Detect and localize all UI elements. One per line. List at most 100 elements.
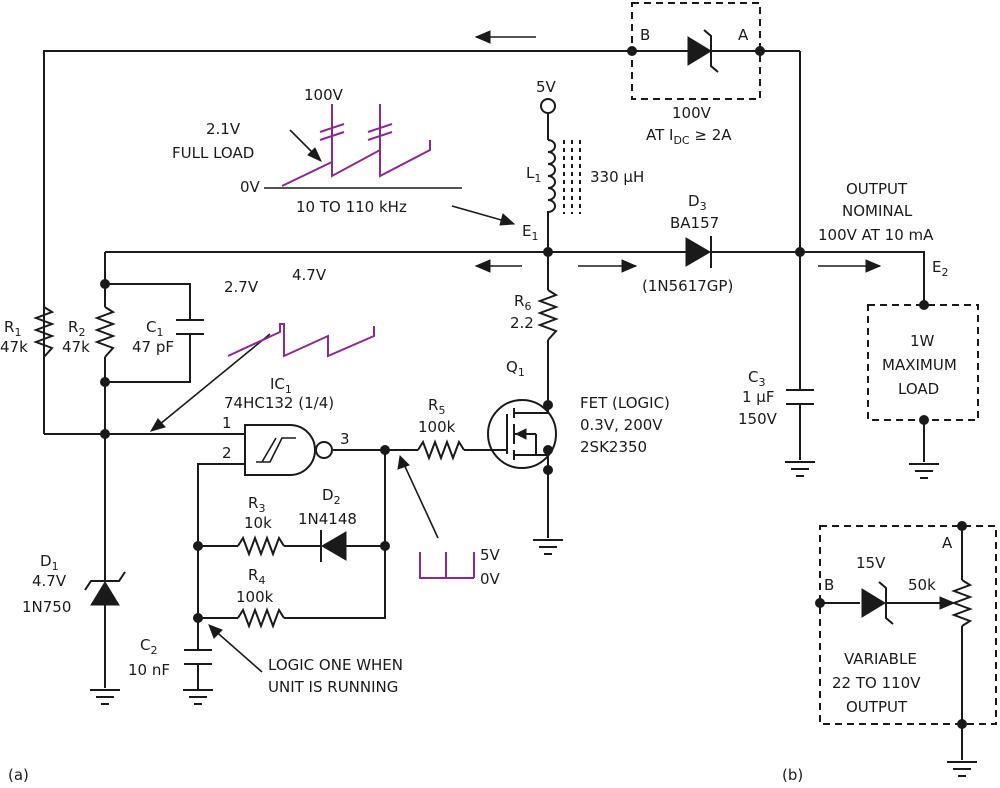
r6-value: 2.2 [510,314,534,332]
labels: R1 47k R2 47k C1 47 pF IC1 74HC132 (1/4)… [0,26,957,784]
ground-c3 [785,461,815,477]
d1-part: 1N750 [22,598,71,616]
ground-q1 [533,539,563,555]
c2-value: 10 nF [128,661,170,679]
e2-label: E2 [932,258,948,279]
q1-label: Q1 [506,358,525,379]
l1-label: L1 [526,164,541,185]
ground-load [909,463,939,479]
output-line2: NOMINAL [842,202,913,220]
r4-value: 100k [236,588,274,606]
c1-value: 47 pF [132,338,174,356]
d3-alt: (1N5617GP) [642,277,733,295]
zener-box-pin-a: A [738,26,749,44]
r4-label: R4 [248,566,265,587]
c1-label: C1 [146,318,163,339]
capacitor-c1 [176,319,204,335]
d3-label: D3 [688,192,707,213]
resistor-r4 [237,607,285,629]
r6-label: R6 [514,292,531,313]
r2-label: R2 [68,318,85,339]
capacitor-c3 [786,389,814,405]
junction-dots [100,46,929,623]
ic1-part: 74HC132 (1/4) [224,394,334,412]
c2-label: C2 [140,636,157,657]
r1-value: 47k [0,338,28,356]
waveform-e1 [264,104,462,189]
variable-pin-a: A [942,534,953,552]
resistor-r6 [537,289,559,341]
variable-text-2: 22 TO 110V [832,674,921,692]
c3-value1: 1 µF [742,388,774,406]
ground-d1 [90,689,120,705]
zener-box-pin-b: B [640,26,650,44]
resistor-r1 [33,306,55,358]
ic1-label: IC1 [270,375,292,396]
l1-value: 330 µH [590,168,644,186]
ic1-pin3: 3 [340,430,350,448]
r1-label: R1 [4,318,21,339]
d2-part: 1N4148 [298,510,357,528]
supply-voltage: 5V [536,78,557,96]
waveform-ic-input [227,323,375,358]
waveform-gate-output [419,552,475,579]
d2-label: D2 [322,486,341,507]
d1-voltage: 4.7V [32,572,67,590]
pointer-arrows [149,129,516,673]
e1-label: E1 [522,222,538,243]
r5-value: 100k [418,418,456,436]
resistor-r3 [237,535,285,557]
ic1-pin2: 2 [222,444,232,462]
diode-d2 [320,530,347,562]
ic1-pin1: 1 [222,414,232,432]
r3-value: 10k [244,514,272,532]
c3-label: C3 [748,368,765,389]
variable-pin-b: B [824,576,834,594]
load-box [867,304,979,421]
output-line1: OUTPUT [846,180,908,198]
q1-line3: 2SK2350 [580,438,647,456]
waveform-ic-low: 2.7V [224,278,259,296]
wires [43,50,925,690]
output-line3: 100V AT 10 mA [818,226,934,244]
mosfet-q1 [487,399,557,470]
load-line1: 1W [910,332,935,350]
waveform-ic-high: 4.7V [292,266,327,284]
zener-box [631,2,761,100]
waveform-out-high: 5V [480,546,501,564]
load-line3: LOAD [898,380,939,398]
supply-terminal [540,98,556,114]
variable-output-box [815,521,997,760]
ground-symbols [90,461,977,777]
variable-text-3: OUTPUT [846,698,908,716]
figure-label-a: (a) [8,766,29,784]
capacitor-c2 [184,649,212,665]
d3-part: BA157 [670,214,719,232]
nand-gate-ic1 [244,424,333,476]
variable-text-1: VARIABLE [844,650,917,668]
r2-value: 47k [62,338,90,356]
waveform-e1-peak: 100V [304,86,344,104]
logic-one-line2: UNIT IS RUNNING [268,678,398,696]
flow-arrows [474,30,882,273]
inductor-l1 [547,139,581,214]
waveform-out-low: 0V [480,570,501,588]
q1-line1: FET (LOGIC) [580,394,670,412]
logic-one-line1: LOGIC ONE WHEN [268,656,403,674]
ground-c2 [183,689,213,705]
q1-line2: 0.3V, 200V [580,416,663,434]
zener-box-line2: AT IDC ≥ 2A [646,126,732,147]
c3-value2: 150V [738,410,778,428]
ground-variable [947,761,977,777]
r5-label: R5 [428,396,445,417]
zener-box-line1: 100V [672,104,712,122]
variable-pot: 50k [908,576,936,594]
diode-d3 [685,236,712,268]
waveform-e1-zero: 0V [240,178,261,196]
zener-100v [687,29,719,73]
resistor-r5 [417,439,465,461]
waveform-e1-freq: 10 TO 110 kHz [296,198,407,216]
figure-label-b: (b) [782,766,803,784]
waveform-e1-full-load-1: 2.1V [206,120,241,138]
